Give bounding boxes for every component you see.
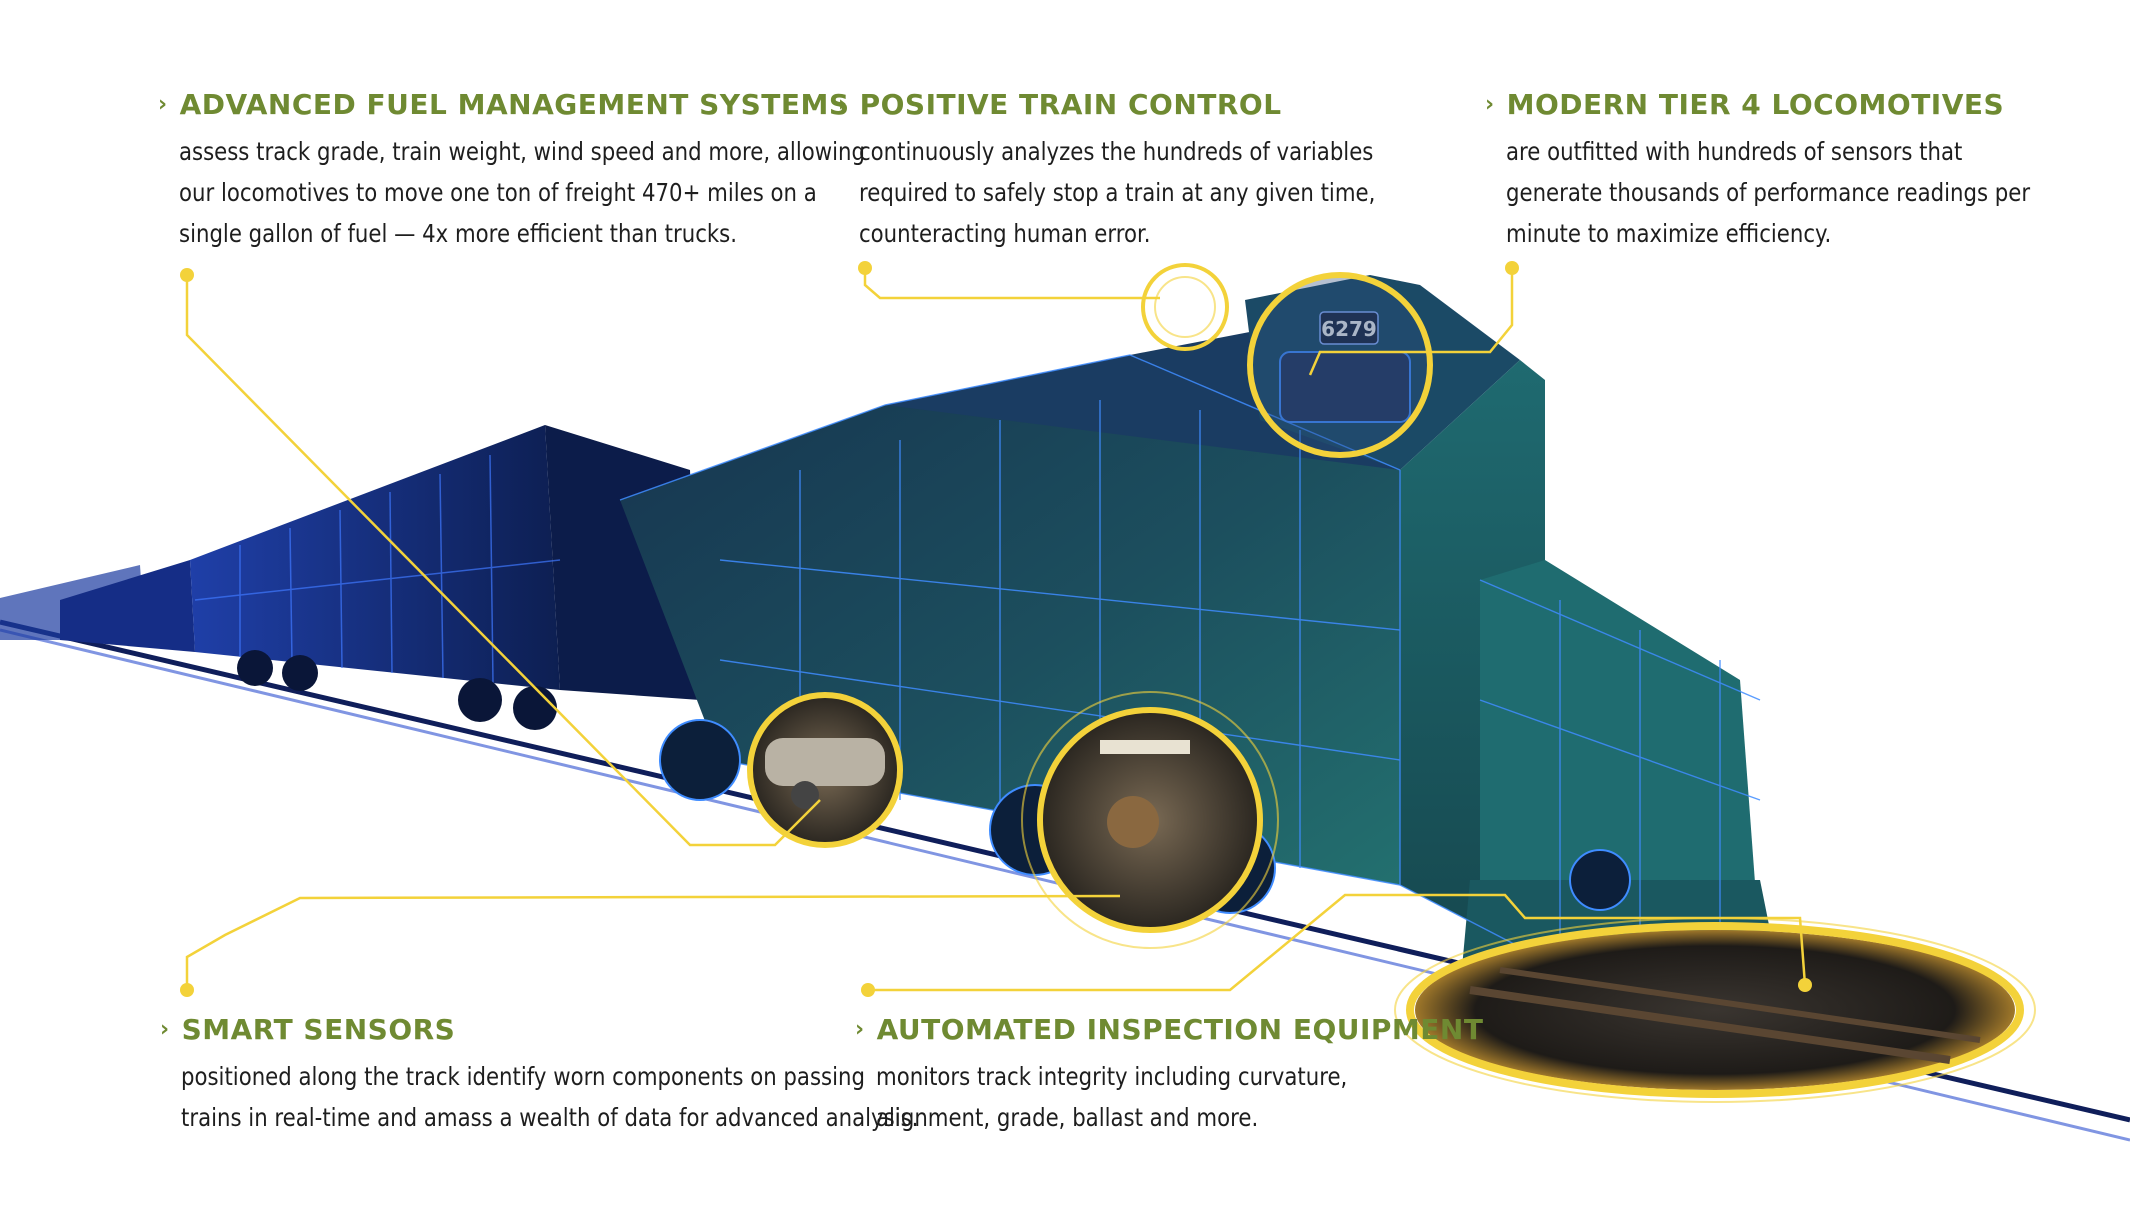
callout-line: monitors track integrity including curva… <box>876 1062 1348 1091</box>
callout-line: are outfitted with hundreds of sensors t… <box>1506 137 1963 166</box>
callout-title: SMART SENSORS <box>181 1013 456 1046</box>
chevron-right-icon: › <box>1485 92 1495 117</box>
leader-dots <box>180 261 1812 997</box>
callout-line: counteracting human error. <box>859 219 1151 248</box>
callout-title: ADVANCED FUEL MANAGEMENT SYSTEMS <box>179 88 850 121</box>
callout-line: generate thousands of performance readin… <box>1506 178 2031 207</box>
callout-fuel-management: › ADVANCED FUEL MANAGEMENT SYSTEMS asses… <box>158 88 986 254</box>
callout-title: MODERN TIER 4 LOCOMOTIVES <box>1506 88 2005 121</box>
callout-tier4-locomotives: › MODERN TIER 4 LOCOMOTIVES are outfitte… <box>1485 88 2123 254</box>
chevron-right-icon: › <box>158 92 168 117</box>
chevron-right-icon: › <box>160 1017 170 1042</box>
callout-line: our locomotives to move one ton of freig… <box>179 178 817 207</box>
chevron-right-icon: › <box>855 1017 865 1042</box>
track-inspection-ring <box>1394 917 2036 1103</box>
callout-line: trains in real-time and amass a wealth o… <box>181 1103 919 1132</box>
callout-automated-inspection: › AUTOMATED INSPECTION EQUIPMENT monitor… <box>855 1013 1483 1138</box>
ptc-antenna-highlight <box>1141 263 1229 351</box>
callout-line: minute to maximize efficiency. <box>1506 219 1832 248</box>
callout-line: continuously analyzes the hundreds of va… <box>859 137 1374 166</box>
freight-cars <box>0 425 700 730</box>
callout-smart-sensors: › SMART SENSORS positioned along the tra… <box>160 1013 1049 1138</box>
locomotive-number: 6279 <box>1321 317 1377 341</box>
callout-title: POSITIVE TRAIN CONTROL <box>859 88 1282 121</box>
callout-line: single gallon of fuel — 4x more efficien… <box>179 219 738 248</box>
cab-highlight <box>1247 272 1433 458</box>
callout-line: positioned along the track identify worn… <box>181 1062 865 1091</box>
callout-line: assess track grade, train weight, wind s… <box>179 137 865 166</box>
callout-positive-train-control: › POSITIVE TRAIN CONTROL continuously an… <box>838 88 1466 254</box>
sensor-highlights <box>747 263 1433 949</box>
callout-title: AUTOMATED INSPECTION EQUIPMENT <box>876 1013 1484 1046</box>
fuel-truck-highlight <box>747 692 903 848</box>
callout-line: required to safely stop a train at any g… <box>859 178 1376 207</box>
leader-lines <box>185 268 1807 992</box>
wheel-inspection-highlight <box>1021 691 1279 949</box>
callout-line: alignment, grade, ballast and more. <box>876 1103 1259 1132</box>
chevron-right-icon: › <box>838 92 848 117</box>
